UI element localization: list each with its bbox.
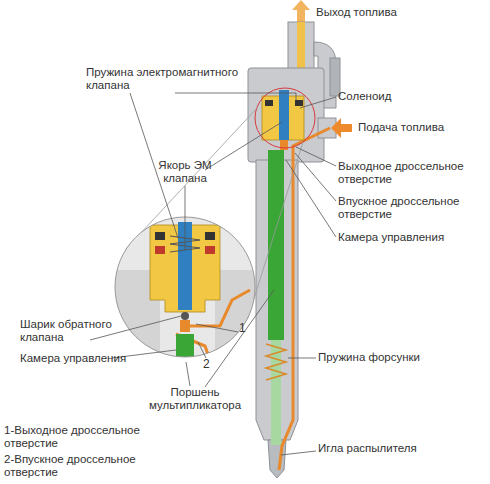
nozzle-spring	[266, 344, 286, 380]
outlet-arrow	[297, 9, 305, 23]
coil	[295, 100, 303, 106]
part-label: Пружина электромагнитного клапана	[86, 66, 266, 92]
part-label: Подача топлива	[358, 121, 478, 134]
valve-seat	[280, 140, 288, 150]
inlet-arrow	[340, 124, 352, 132]
part-label: Камера управления	[338, 231, 478, 244]
inlet-arrow-head	[331, 118, 341, 138]
part-label: 1-Выходное дроссельное отверстие	[4, 424, 154, 450]
part-label: Выходное дроссельное отверстие	[338, 160, 468, 186]
nozzle-needle	[271, 340, 281, 445]
leader-lines	[90, 93, 336, 455]
armature	[279, 90, 289, 140]
zoom-marker	[255, 88, 315, 148]
outlet-arrow-head	[292, 0, 310, 10]
part-label: Шарик обратного клапана	[20, 318, 130, 344]
callout-number: 1	[239, 322, 253, 335]
part-label: Якорь ЭМ клапана	[150, 159, 220, 185]
injector-head	[248, 68, 324, 162]
fuel-channel	[279, 128, 330, 470]
part-label: Поршень мультипликатора	[140, 386, 250, 412]
part-label: Игла распылителя	[318, 442, 458, 455]
callout-number: 2	[203, 358, 217, 371]
part-label: Камера управления	[20, 352, 140, 365]
part-label: Выход топлива	[316, 6, 446, 19]
part-label: 2-Впускное дроссельное отверстие	[4, 453, 154, 479]
part-label: Впускное дроссельное отверстие	[338, 195, 468, 221]
part-label: Соленоид	[338, 90, 438, 103]
zoom-line	[248, 142, 303, 318]
coil	[265, 100, 273, 106]
part-label: Пружина форсунки	[318, 351, 458, 364]
